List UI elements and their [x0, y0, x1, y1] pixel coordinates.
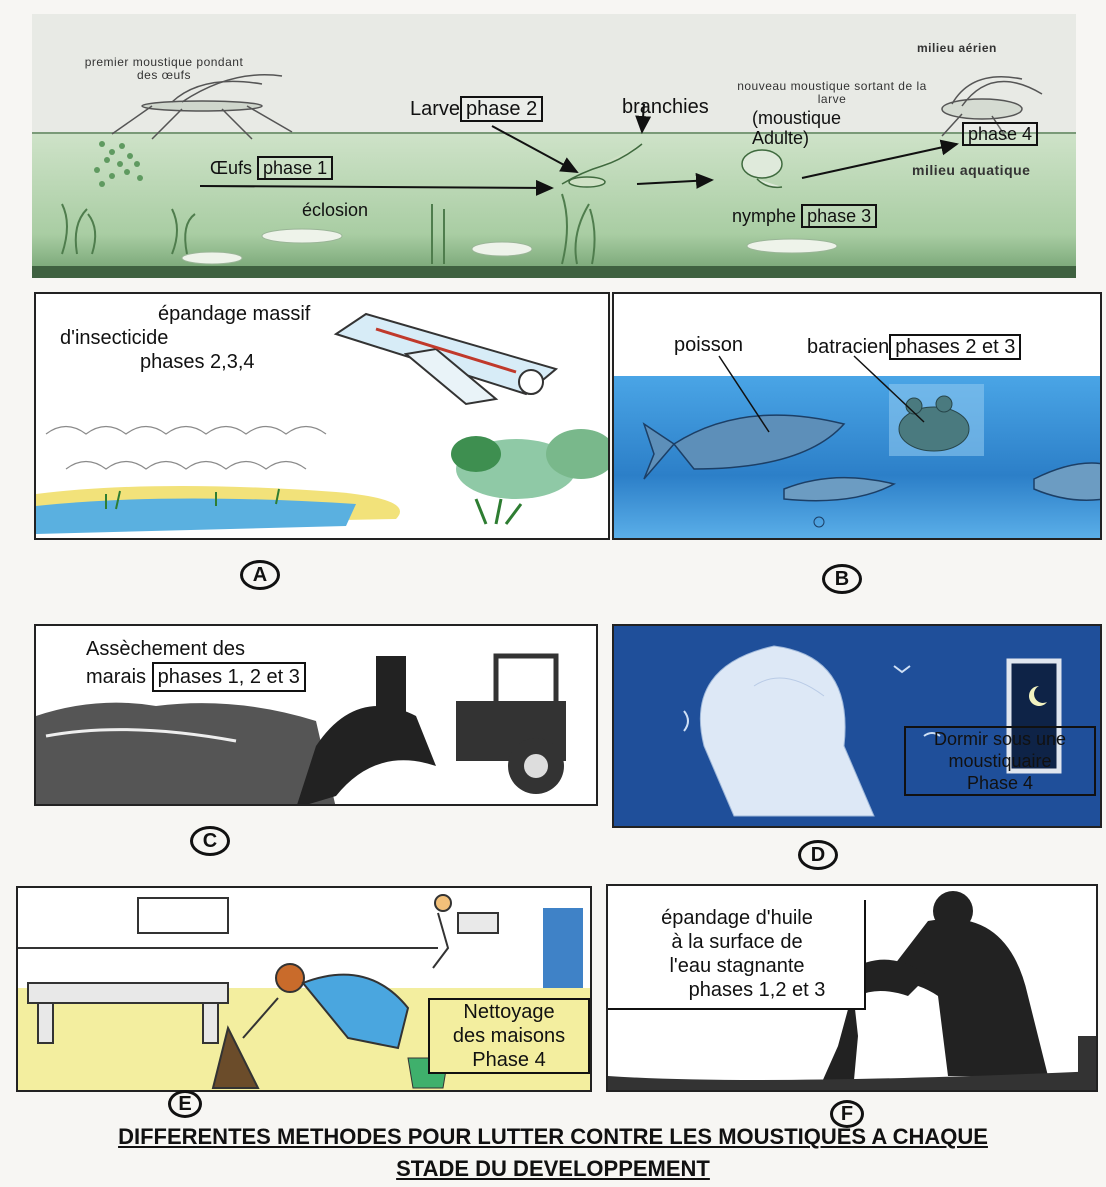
- drainage-line2: marais: [86, 666, 147, 688]
- aquatic-plants-icon: [61, 193, 596, 265]
- person-pouring-icon: [848, 891, 1048, 1076]
- first-mosquito-label: premier moustique pondant des œufs: [84, 55, 244, 82]
- larva-icon: [561, 143, 643, 188]
- phase1-box: phase 1: [257, 156, 334, 180]
- air-zone: [32, 14, 1076, 132]
- eggs-icon: [94, 141, 143, 187]
- label-circle-a: A: [240, 560, 280, 590]
- aquatic-medium-label: milieu aquatique: [912, 162, 1031, 178]
- stones-icon: [181, 228, 838, 265]
- net-line2: moustiquaire: [948, 751, 1052, 771]
- water-surface-line: [32, 132, 1076, 134]
- mosquito-net-icon: [699, 645, 875, 817]
- mosquito-small-icon: [683, 665, 941, 737]
- insecticide-plane-illustration: [36, 312, 608, 534]
- cleaning-line3: Phase 4: [472, 1049, 546, 1071]
- cycle-arrows: [199, 103, 959, 196]
- phase3-box: phase 3: [801, 204, 878, 228]
- cleaning-line1: Nettoyage: [463, 1001, 555, 1023]
- larva-text: Larve: [410, 98, 461, 120]
- bushes-icon: [451, 429, 608, 525]
- window-icon: [1006, 658, 1062, 774]
- drainage-illustration: [36, 653, 566, 804]
- batracien-text: batracien: [807, 336, 890, 358]
- cleaning-line2: des maisons: [452, 1025, 566, 1047]
- label-circle-c: C: [190, 826, 230, 856]
- house-wall-icon: [18, 897, 438, 949]
- frog-icon: [898, 395, 970, 452]
- panel-c: Assèchement des marais phases 1, 2 et 3: [34, 624, 598, 806]
- bottle-icon: [1078, 1036, 1096, 1081]
- label-circle-b: B: [822, 564, 862, 594]
- fish-illustration: [642, 355, 1100, 528]
- eggs-text: Œufs: [210, 158, 253, 178]
- pupa-icon: [741, 149, 783, 189]
- insecticide-line2: d'insecticide: [60, 327, 169, 349]
- new-mosquito-label: nouveau moustique sortant de la larve: [737, 79, 927, 106]
- oil-text-box: épandage d'huile à la surface de l'eau s…: [608, 900, 866, 1010]
- net-line1: Dormir sous une: [933, 729, 1067, 749]
- label-circle-d: D: [798, 840, 838, 870]
- nymph-text: nymphe: [732, 206, 797, 226]
- cleaning-text-box: Nettoyage des maisons Phase 4: [428, 998, 590, 1074]
- caption-line2: STADE DU DEVELOPPEMENT: [396, 1156, 710, 1181]
- net-text-box: Dormir sous une moustiquaire Phase 4: [904, 726, 1096, 796]
- panel-f: épandage d'huile à la surface de l'eau s…: [606, 884, 1098, 1092]
- oil-line2: à la surface de: [671, 931, 803, 953]
- oil-spreading-illustration: [608, 891, 1096, 1090]
- blue-door-icon: [543, 908, 583, 988]
- panel-e: Nettoyage des maisons Phase 4: [16, 886, 592, 1092]
- panel-d: Dormir sous une moustiquaire Phase 4: [612, 624, 1102, 828]
- insecticide-line3: phases 2,3,4: [140, 351, 255, 373]
- phase4-box: phase 4: [962, 122, 1039, 146]
- mosquito-net-illustration: [683, 645, 1062, 817]
- air-medium-label: milieu aérien: [917, 41, 997, 55]
- oil-line3: l'eau stagnante: [669, 955, 805, 977]
- fish-label: poisson: [674, 334, 743, 356]
- airplane-icon: [333, 312, 559, 406]
- insecticide-line1: épandage massif: [158, 303, 311, 325]
- hatching-label: éclosion: [302, 200, 369, 220]
- nymph-label: nymphe phase 3: [732, 204, 878, 228]
- bench-icon: [27, 982, 229, 1044]
- branchies-label: branchies: [622, 96, 709, 118]
- drainage-line2-row: marais phases 1, 2 et 3: [86, 662, 306, 692]
- adult-label: (moustique Adulte): [752, 108, 842, 148]
- oil-line1: épandage d'huile: [661, 907, 813, 929]
- child-carrying-icon: [432, 894, 499, 969]
- swamp-water-icon: [36, 485, 400, 534]
- phase2-box: phase 2: [460, 96, 544, 122]
- phases-1-2-3-box-c: phases 1, 2 et 3: [151, 662, 306, 692]
- figure-caption: DIFFERENTES METHODES POUR LUTTER CONTRE …: [0, 1124, 1106, 1182]
- oil-stream-icon: [818, 991, 858, 1090]
- adult-mosquito-left-icon: [111, 74, 293, 140]
- drainage-pipe-icon: [297, 656, 436, 804]
- tractor-icon: [456, 653, 566, 794]
- eggs-label: Œufs phase 1: [210, 156, 334, 180]
- label-circle-f: F: [830, 1100, 864, 1128]
- insecticide-text: épandage massif d'insecticide phases 2,3…: [60, 302, 311, 374]
- fish-icon: [642, 414, 1100, 502]
- drainage-line1: Assèchement des: [86, 638, 245, 660]
- caption-line1: DIFFERENTES METHODES POUR LUTTER CONTRE …: [118, 1124, 988, 1149]
- lifecycle-illustration: [32, 74, 1076, 278]
- adult-mosquito-right-icon: [941, 76, 1043, 140]
- cleaning-illustration: [18, 894, 583, 1089]
- phases-2-3-box: phases 2 et 3: [889, 334, 1022, 360]
- woman-sweeping-icon: [211, 963, 410, 1089]
- net-line3: Phase 4: [966, 773, 1034, 793]
- drainage-text: Assèchement des marais phases 1, 2 et 3: [86, 636, 306, 692]
- oil-line4: phases 1,2 et 3: [688, 979, 826, 1001]
- lifecycle-diagram: premier moustique pondant des œufs milie…: [32, 14, 1076, 278]
- panel-a: épandage massif d'insecticide phases 2,3…: [34, 292, 610, 540]
- label-circle-e: E: [168, 1090, 202, 1118]
